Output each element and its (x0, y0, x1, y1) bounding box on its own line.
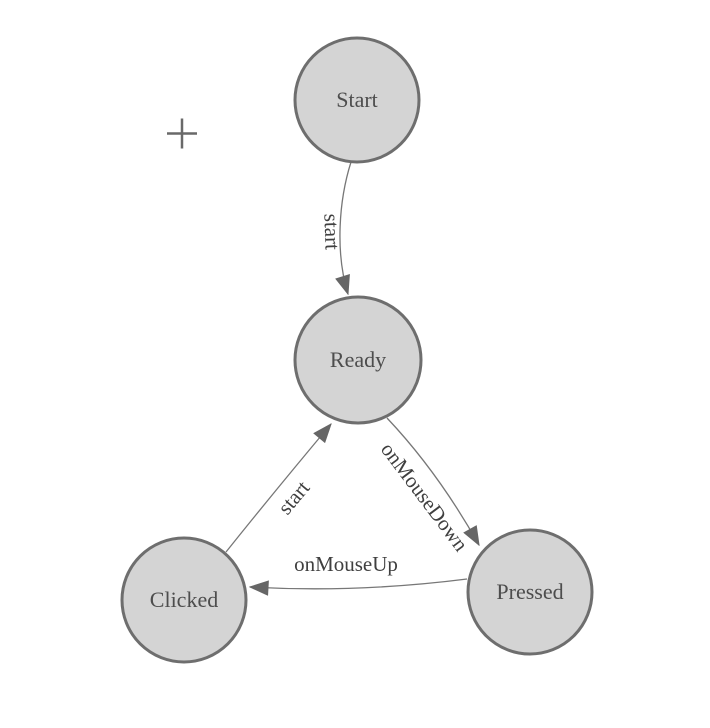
state-node-pressed[interactable]: Pressed (466, 528, 594, 656)
state-node-start[interactable]: Start (293, 36, 421, 164)
edge-label-onmouseup: onMouseUp (294, 552, 398, 576)
edge-label-onmousedown: onMouseDown (376, 438, 473, 556)
crosshair-cursor-icon (167, 118, 197, 149)
state-node-start-label: Start (336, 87, 378, 112)
state-node-pressed-label: Pressed (496, 579, 563, 604)
transition-edge-start-ready[interactable] (340, 161, 352, 294)
transition-edge-ready-pressed[interactable] (386, 417, 479, 545)
state-node-ready[interactable]: Ready (293, 295, 423, 425)
state-node-pressed-circle[interactable] (466, 528, 594, 656)
state-node-clicked-label: Clicked (150, 587, 218, 612)
edge-label-start-top: start (319, 213, 344, 250)
state-node-clicked[interactable]: Clicked (120, 536, 248, 664)
edges-layer (225, 161, 479, 589)
transition-edge-pressed-clicked[interactable] (250, 578, 468, 589)
state-node-start-circle[interactable] (293, 36, 421, 164)
state-node-clicked-circle[interactable] (120, 536, 248, 664)
transition-edge-clicked-ready[interactable] (225, 424, 331, 553)
nodes-layer: Start Ready Clicked Pressed (120, 36, 594, 664)
state-node-ready-label: Ready (330, 347, 386, 372)
state-node-ready-circle[interactable] (293, 295, 423, 425)
edge-label-start-bottom: start (273, 476, 315, 519)
